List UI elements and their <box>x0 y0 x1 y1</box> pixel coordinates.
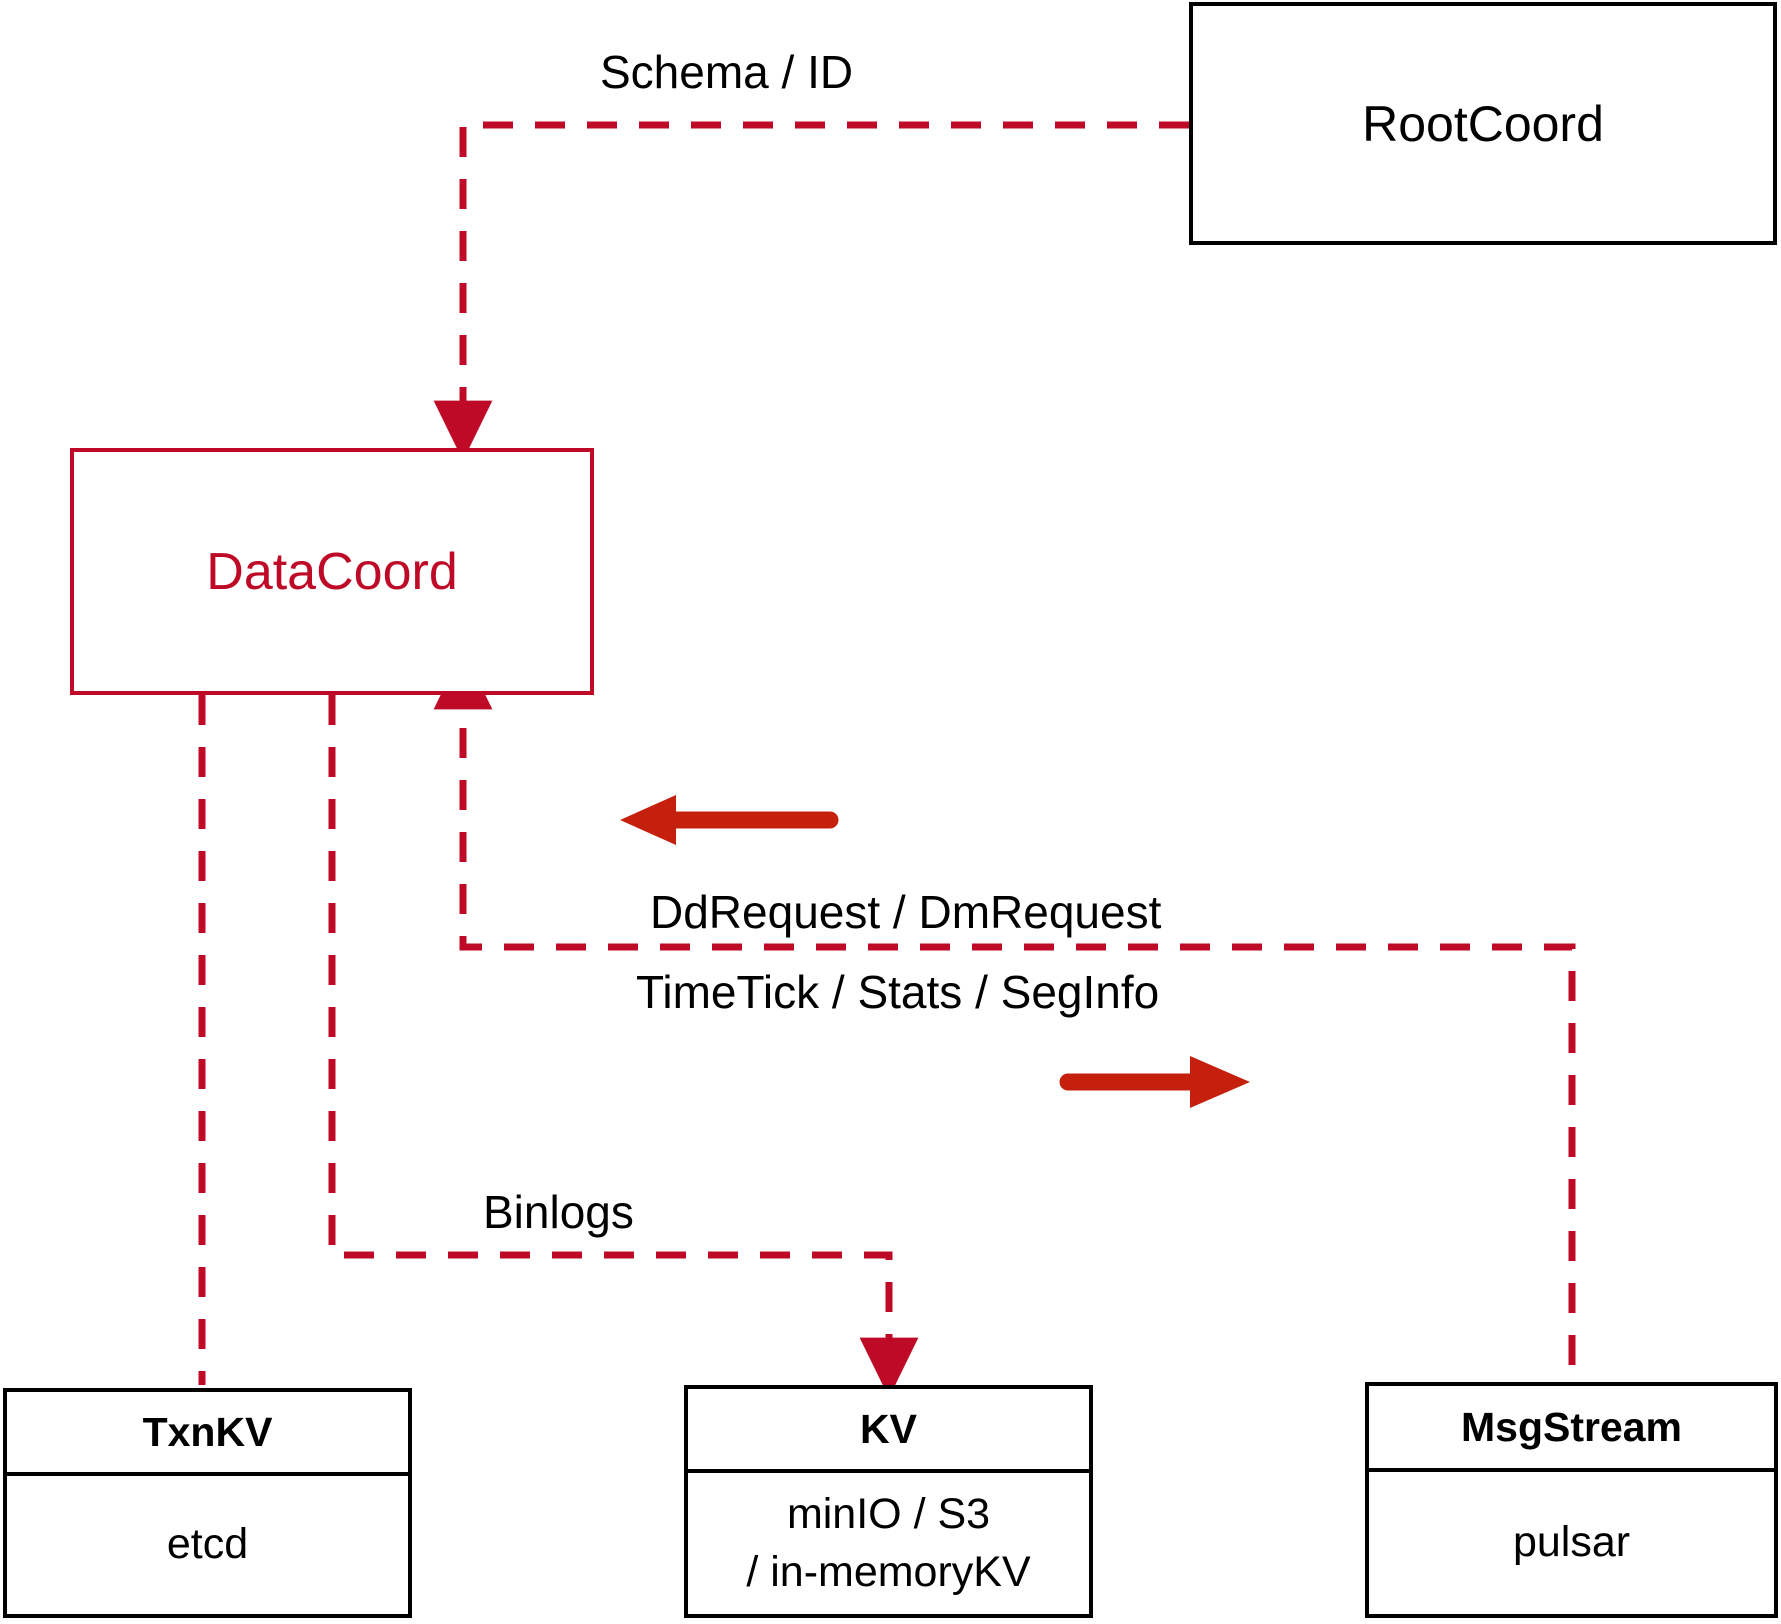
node-datacoord[interactable]: DataCoord <box>70 448 594 695</box>
node-msgstream[interactable]: MsgStream pulsar <box>1365 1382 1778 1618</box>
node-kv-body: minIO / S3 / in-memoryKV <box>688 1469 1089 1614</box>
node-datacoord-label: DataCoord <box>206 542 458 601</box>
edge-binlogs <box>328 695 919 1398</box>
node-txnkv[interactable]: TxnKV etcd <box>3 1388 412 1618</box>
node-kv-sublabel-1: / in-memoryKV <box>746 1547 1031 1596</box>
node-msgstream-sublabel-0: pulsar <box>1512 1518 1631 1567</box>
edge-label-binlogs: Binlogs <box>483 1186 634 1238</box>
node-txnkv-body: etcd <box>7 1472 408 1614</box>
node-kv-title: KV <box>860 1405 917 1452</box>
edge-schema-id <box>433 121 1189 461</box>
node-rootcoord-label: RootCoord <box>1362 95 1604 152</box>
direction-arrow-left-icon <box>620 795 839 845</box>
edge-label-timetick-stats-seginfo: TimeTick / Stats / SegInfo <box>636 966 1160 1018</box>
node-msgstream-title: MsgStream <box>1460 1403 1682 1450</box>
edge-msgstream-datacoord <box>433 649 1576 1365</box>
edge-label-schema-id: Schema / ID <box>600 46 854 98</box>
node-txnkv-title: TxnKV <box>142 1408 273 1455</box>
node-kv-sublabel-0: minIO / S3 <box>786 1490 991 1539</box>
edge-label-dd-dm-request: DdRequest / DmRequest <box>650 886 1162 938</box>
node-rootcoord[interactable]: RootCoord <box>1189 2 1777 245</box>
node-kv[interactable]: KV minIO / S3 / in-memoryKV <box>684 1385 1093 1618</box>
node-msgstream-body: pulsar <box>1369 1468 1774 1614</box>
direction-arrow-right-icon <box>1059 1056 1250 1108</box>
node-txnkv-sublabel-0: etcd <box>166 1520 249 1569</box>
